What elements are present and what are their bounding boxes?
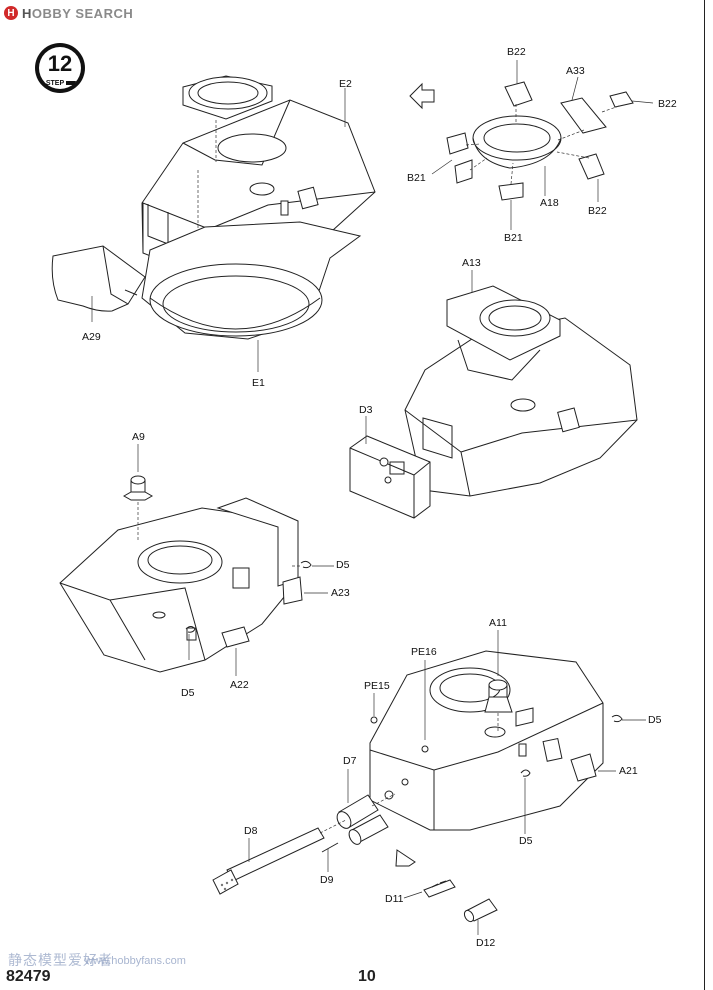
step-badge: 12 STEP xyxy=(33,41,87,95)
label-d7: D7 xyxy=(343,755,357,767)
hook-d5-c xyxy=(611,714,623,723)
direction-arrow-diagonal-icon xyxy=(395,849,416,867)
label-a18: A18 xyxy=(540,197,559,209)
rear-plate-a29 xyxy=(51,245,146,312)
turret-assembly-panel4 xyxy=(59,497,299,673)
commander-cupola-ring xyxy=(182,75,273,120)
watermark-url: www.hobbyfans.com xyxy=(85,955,186,967)
hook-d5-b xyxy=(185,626,196,633)
label-a23: A23 xyxy=(331,587,350,599)
label-b22-top: B22 xyxy=(507,46,526,58)
label-d8: D8 xyxy=(244,825,258,837)
kit-number: 82479 xyxy=(6,968,51,985)
pe16-part xyxy=(421,745,429,753)
step-number: 12 xyxy=(48,51,72,76)
periscope-a11 xyxy=(484,679,513,731)
page-number: 10 xyxy=(358,968,376,985)
plate-a21 xyxy=(570,753,597,782)
label-d5-mid: D5 xyxy=(336,559,350,571)
label-b22-right: B22 xyxy=(658,98,677,110)
label-d5-right: D5 xyxy=(648,714,662,726)
site-header: H HOBBY SEARCH xyxy=(4,4,133,22)
turret-ring-e1 xyxy=(141,221,362,340)
hook-d5-a xyxy=(300,560,312,569)
label-a21: A21 xyxy=(619,765,638,777)
label-a33: A33 xyxy=(566,65,585,77)
label-b21-left: B21 xyxy=(407,172,426,184)
label-pe16: PE16 xyxy=(411,646,437,658)
label-d5-bottom: D5 xyxy=(519,835,533,847)
label-d9: D9 xyxy=(320,874,334,886)
cupola-ring-assembly xyxy=(446,81,634,201)
turret-assembly-panel5 xyxy=(369,650,604,831)
label-pe15: PE15 xyxy=(364,680,390,692)
label-d3: D3 xyxy=(359,404,373,416)
label-e1: E1 xyxy=(252,377,265,389)
parts-d11-d12 xyxy=(403,879,498,935)
plate-a23 xyxy=(282,576,303,605)
page-border xyxy=(704,0,705,990)
gun-parts xyxy=(212,769,396,895)
label-a9: A9 xyxy=(132,431,145,443)
label-a11: A11 xyxy=(489,617,507,629)
antenna-a9 xyxy=(122,475,154,540)
watermark-cn: 静态模型爱好者 xyxy=(8,952,113,968)
label-d5-low: D5 xyxy=(181,687,195,699)
label-a22: A22 xyxy=(230,679,249,691)
hobbysearch-logo-icon: H xyxy=(4,6,18,20)
direction-arrow-left-icon xyxy=(409,82,435,110)
label-e2: E2 xyxy=(339,78,352,90)
cupola-a13 xyxy=(446,285,561,381)
site-brand[interactable]: HOBBY SEARCH xyxy=(22,5,134,21)
mantlet-d3 xyxy=(349,435,431,519)
plate-a22 xyxy=(221,626,250,648)
label-b22-bottom: B22 xyxy=(588,205,607,217)
label-b21-bottom: B21 xyxy=(504,232,523,244)
pe15-part xyxy=(370,716,378,724)
turret-assembly-panel3 xyxy=(404,317,638,497)
step-label: STEP xyxy=(46,80,65,87)
label-d12: D12 xyxy=(476,937,496,949)
label-a13: A13 xyxy=(462,257,481,269)
label-d11: D11 xyxy=(385,893,404,905)
hook-d5-d xyxy=(520,769,531,777)
label-a29: A29 xyxy=(82,331,101,343)
